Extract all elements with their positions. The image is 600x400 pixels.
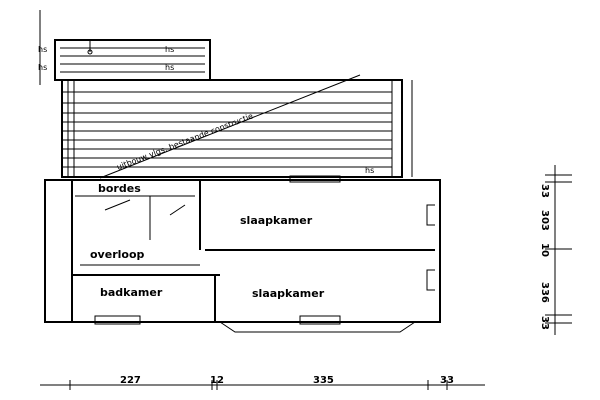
hs-label: hs [38,63,47,72]
balcony-top [39,10,211,85]
dimension-label: 12 [210,375,224,386]
dimension-label: 33 [539,184,550,198]
room-label-slaapkamer: slaapkamer [252,287,325,300]
dimension-label: 33 [440,375,454,386]
dimension-label: 33 [539,316,550,330]
room-label-slaapkamer: slaapkamer [240,214,313,227]
room-label-overloop: overloop [90,248,144,261]
dimension-label: 303 [539,210,550,231]
floor-walls [44,175,441,333]
diagonal-annotation: uitbouw vlgs. bestaande constructie [115,111,254,171]
dimension-label: 336 [539,282,550,303]
extension-area [61,74,413,179]
dimension-label: 335 [313,375,334,386]
room-label-bordes: bordes [98,182,141,195]
dimension-label: 10 [539,243,550,257]
hs-label: hs [365,166,374,175]
horizontal-dimension-line [40,380,485,390]
hs-label: hs [165,45,174,54]
hs-label: hs [38,45,47,54]
vertical-dimension-line [545,165,572,335]
room-label-badkamer: badkamer [100,286,163,299]
dimension-label: 227 [120,375,141,386]
hs-label: hs [165,63,174,72]
